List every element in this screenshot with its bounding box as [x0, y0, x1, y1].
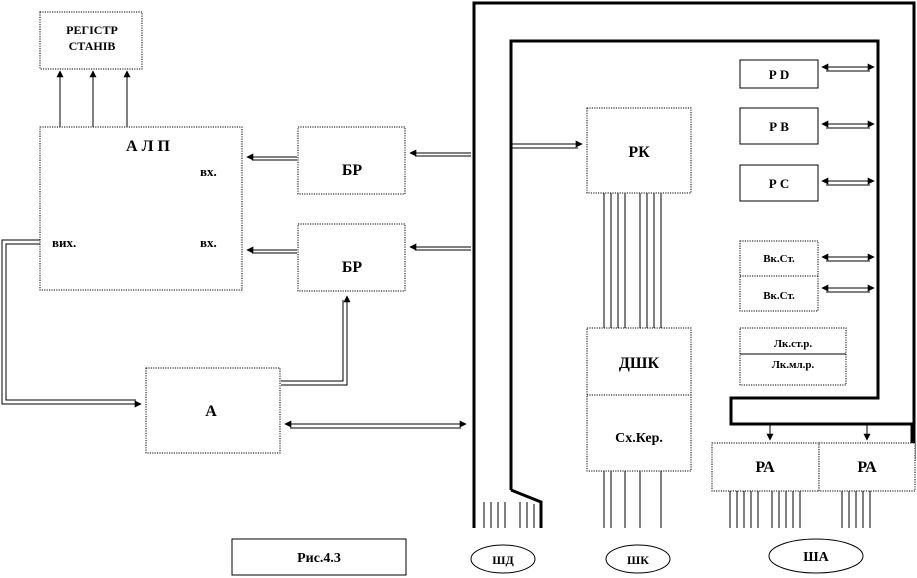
address-bus-tail	[729, 491, 871, 528]
adder-label: А	[205, 403, 217, 420]
alu-output-to-a-path	[1, 239, 142, 408]
buffer-register-1: БР	[297, 126, 406, 195]
alu-to-register-arrows	[56, 70, 131, 127]
register-c: Р С	[739, 164, 875, 202]
control-scheme-label: Сх.Кер.	[615, 431, 663, 446]
alu-input-2-label: вх.	[200, 235, 217, 250]
address-bus-label: ША	[768, 538, 864, 574]
address-register-1-label: РА	[755, 459, 775, 476]
buffer-register-1-label: БР	[342, 162, 363, 179]
state-register-label-2: СТАНІВ	[69, 39, 116, 53]
control-bus-label: ШК	[605, 544, 671, 574]
counter-block: Лк.ст.р. Лк.мл.р.	[739, 327, 847, 386]
bus-to-rk-arrow	[512, 140, 583, 149]
control-bus-tail	[603, 471, 662, 528]
figure-caption-text: Рис.4.3	[297, 551, 341, 566]
counter-high-label: Лк.ст.р.	[774, 338, 813, 350]
buffer-register-2: БР	[297, 223, 406, 292]
data-bus-label: ШД	[470, 544, 536, 574]
address-register-2: РА	[818, 442, 916, 492]
bus-to-ra-arrows	[766, 424, 871, 441]
control-bus-text: ШК	[627, 553, 649, 567]
br-to-alu-arrows	[246, 153, 297, 254]
stack-pointer-block: Вк.Ст. Вк.Ст.	[739, 240, 875, 312]
state-register-block: РЕГІСТР СТАНІВ	[39, 11, 143, 70]
alu-input-1-label: вх.	[200, 164, 217, 179]
bus-to-br-arrows	[409, 149, 471, 251]
buffer-register-2-label: БР	[342, 259, 363, 276]
data-bus-text: ШД	[492, 553, 514, 567]
address-bus-text: ША	[803, 550, 829, 565]
adder-block: А	[145, 367, 281, 454]
alu-block: А Л П вх. вх. вих.	[39, 126, 243, 291]
register-b: Р В	[739, 107, 875, 145]
address-register-1: РА	[711, 442, 820, 492]
register-b-label: Р В	[769, 119, 789, 134]
command-register-label: РК	[628, 144, 650, 161]
rk-to-dshk-lines	[603, 193, 662, 328]
register-d: Р D	[739, 59, 875, 89]
data-bus-tail	[483, 502, 535, 528]
alu-label: А Л П	[126, 138, 170, 155]
counter-low-label: Лк.мл.р.	[772, 359, 815, 371]
a-bus-bidirectional	[284, 420, 467, 429]
stack-pointer-1-label: Вк.Ст.	[763, 253, 795, 265]
alu-output-label: вих.	[52, 235, 76, 250]
stack-pointer-2-label: Вк.Ст.	[763, 290, 795, 302]
decoder-label: ДШК	[619, 355, 660, 372]
register-c-label: Р С	[769, 176, 790, 191]
command-register-block: РК	[586, 107, 692, 194]
a-to-br2-path	[281, 295, 351, 386]
state-register-label-1: РЕГІСТР	[66, 23, 118, 37]
address-register-2-label: РА	[857, 459, 877, 476]
figure-caption: Рис.4.3	[231, 538, 407, 576]
register-d-label: Р D	[769, 67, 790, 82]
decoder-control-block: ДШК Сх.Кер.	[586, 327, 692, 472]
